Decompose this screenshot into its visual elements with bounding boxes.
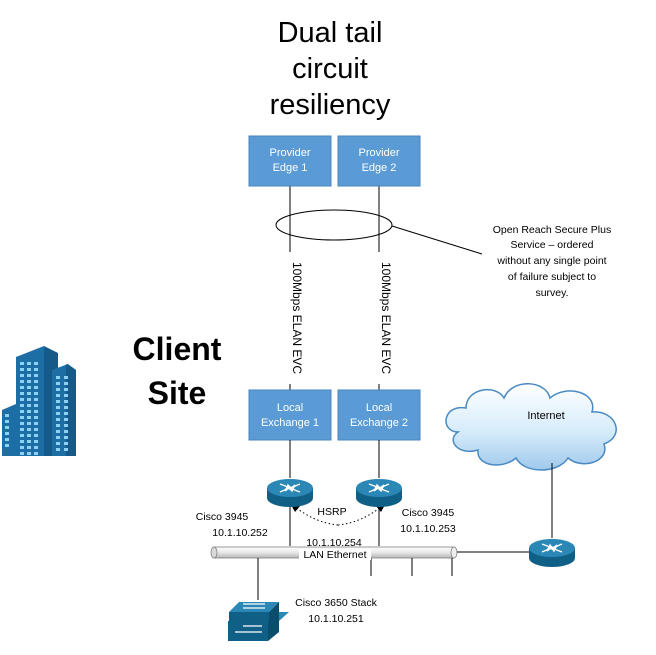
annotation-leader-line: [391, 225, 483, 255]
router-right-model: Cisco 3945: [402, 507, 455, 519]
title-line-2: circuit: [292, 53, 368, 85]
local-exchange-2: Local Exchange 2: [337, 389, 421, 441]
office-building-icon: [2, 346, 76, 456]
router-internet-icon: [529, 539, 575, 567]
provider-edge-1: Provider Edge 1: [248, 135, 332, 187]
local-exchange-2-line-2: Exchange 2: [350, 417, 408, 429]
annotation-text: Open Reach Secure Plus Service – ordered…: [493, 224, 611, 299]
provider-edge-1-line-1: Provider: [270, 147, 311, 159]
virtual-ip-label: 10.1.10.254: [306, 537, 362, 549]
cloud-label: Internet: [527, 410, 564, 422]
local-exchange-2-line-1: Local: [366, 402, 392, 414]
site-label-line-1: Client: [133, 331, 222, 367]
router-left-ip: 10.1.10.252: [212, 527, 268, 539]
annotation-line-5: survey.: [535, 287, 568, 299]
title-line-3: resiliency: [270, 89, 391, 121]
annotation-line-1: Open Reach Secure Plus: [493, 224, 611, 236]
switch-model: Cisco 3650 Stack: [295, 597, 377, 609]
circuit-label-1: 100Mbps ELAN EVC: [290, 262, 304, 374]
annotation-line-2: Service – ordered: [511, 239, 594, 251]
lan-ethernet-label: LAN Ethernet: [303, 549, 366, 561]
annotation-line-3: without any single point: [496, 255, 606, 267]
provider-edge-2: Provider Edge 2: [337, 135, 421, 187]
local-exchange-1-line-2: Exchange 1: [261, 417, 319, 429]
router-right-ip: 10.1.10.253: [400, 523, 456, 535]
hsrp-label: HSRP: [317, 506, 346, 518]
switch-stack-icon: [228, 602, 289, 641]
annotation-line-4: of failure subject to: [508, 271, 596, 283]
circuit-label-2: 100Mbps ELAN EVC: [379, 262, 393, 374]
title-line-1: Dual tail: [278, 17, 383, 49]
provider-edge-2-line-2: Edge 2: [362, 162, 397, 174]
circuit-grouping-ellipse: [275, 209, 393, 241]
router-left-model: Cisco 3945: [196, 511, 249, 523]
internet-cloud-icon: Internet: [445, 383, 617, 471]
local-exchange-1: Local Exchange 1: [248, 389, 332, 441]
router-left-icon: [267, 479, 313, 507]
provider-edge-1-line-2: Edge 1: [273, 162, 308, 174]
router-right-icon: [356, 479, 402, 507]
switch-ip: 10.1.10.251: [308, 613, 364, 625]
local-exchange-1-line-1: Local: [277, 402, 303, 414]
provider-edge-2-line-1: Provider: [359, 147, 400, 159]
site-label-line-2: Site: [148, 375, 207, 411]
